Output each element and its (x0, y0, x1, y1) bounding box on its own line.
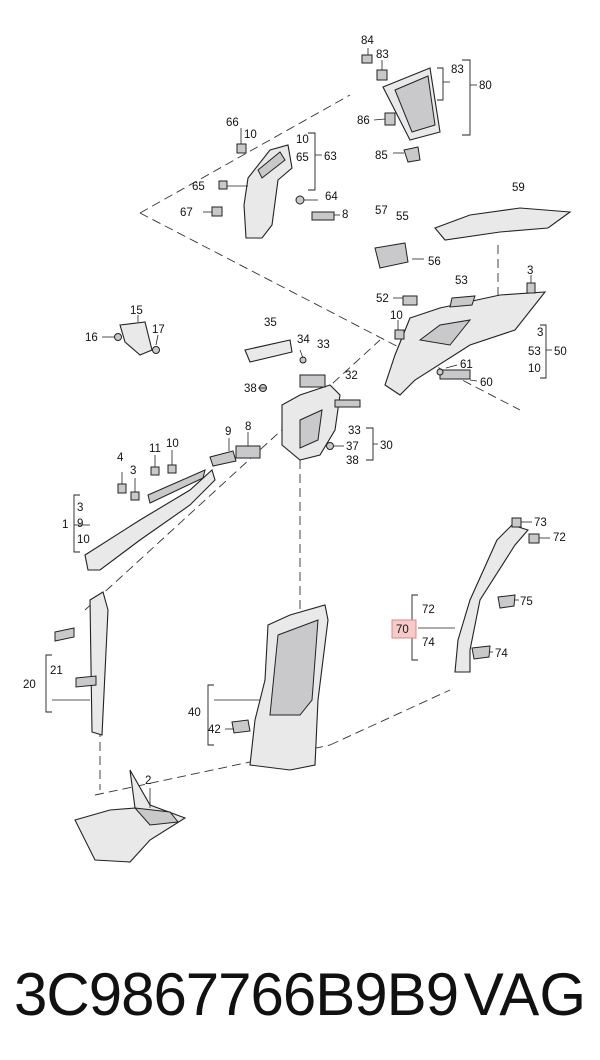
callout-label: 65 (296, 152, 309, 164)
callout-labels: 84 83 83 80 86 85 63 66 10 10 65 65 64 8… (23, 35, 567, 787)
callout-label: 10 (244, 129, 257, 141)
part-40-pillar (207, 604, 329, 771)
callout-label: 50 (554, 346, 567, 358)
callout-label: 35 (264, 317, 277, 329)
callout-label: 10 (528, 363, 541, 375)
callout-label: 9 (225, 426, 231, 438)
part-2-sill (74, 769, 187, 863)
part-70-pillar (391, 517, 550, 673)
callout-label: 59 (512, 182, 525, 194)
callout-label: 33 (317, 339, 330, 351)
callout-label: 34 (297, 334, 310, 346)
part-50-trim (374, 207, 572, 396)
callout-label: 10 (77, 534, 90, 546)
callout-label: 37 (346, 441, 359, 453)
part-63-trim (203, 128, 340, 239)
callout-label: 83 (376, 49, 389, 61)
highlighted-callout-box (391, 619, 417, 639)
callout-label: 33 (348, 425, 361, 437)
callout-label: 52 (376, 293, 389, 305)
callout-label: 38 (346, 455, 359, 467)
callout-label: 8 (245, 421, 251, 433)
callout-label: 9 (77, 518, 83, 530)
part-30-trim (244, 339, 378, 461)
callout-label: 21 (50, 665, 63, 677)
callout-label: 30 (380, 440, 393, 452)
callout-label: 80 (479, 80, 492, 92)
part-20-trim (45, 591, 109, 736)
callout-label: 40 (188, 707, 201, 719)
callout-label: 75 (520, 596, 533, 608)
callout-label: 20 (23, 679, 36, 691)
callout-label: 53 (528, 346, 541, 358)
callout-label: 67 (180, 207, 193, 219)
callout-label: 8 (342, 209, 348, 221)
callout-label: 3 (77, 502, 83, 514)
callout-label: 2 (145, 775, 151, 787)
part-80-trim (361, 48, 477, 163)
callout-label: 10 (166, 438, 179, 450)
callout-label: 55 (396, 211, 409, 223)
callout-label: 61 (460, 359, 473, 371)
callout-label: 3 (130, 465, 136, 477)
callout-label: 17 (152, 324, 165, 336)
brand-label: VAG (463, 961, 586, 1028)
callout-label: 84 (361, 35, 374, 47)
part-15-bracket (102, 315, 160, 356)
callout-label: 57 (375, 205, 388, 217)
callout-label: 72 (553, 532, 566, 544)
callout-label: 11 (149, 443, 161, 455)
callout-label: 63 (324, 151, 337, 163)
callout-label: 83 (451, 64, 464, 76)
assembly-guide-lines (84, 94, 521, 796)
callout-label: 10 (296, 134, 309, 146)
callout-label: 64 (325, 191, 338, 203)
callout-label: 74 (495, 648, 508, 660)
callout-label: 56 (428, 256, 441, 268)
callout-label: 3 (537, 327, 543, 339)
callout-label: 42 (208, 724, 221, 736)
callout-label: 86 (357, 115, 370, 127)
callout-label: 38 (244, 383, 257, 395)
callout-label: 74 (422, 637, 435, 649)
callout-label: 1 (62, 519, 68, 531)
callout-label: 32 (345, 370, 358, 382)
callout-label: 70 (396, 624, 409, 636)
callout-label: 85 (375, 150, 388, 162)
callout-label: 72 (422, 604, 435, 616)
parts-exploded-diagram: 84 83 83 80 86 85 63 66 10 10 65 65 64 8… (23, 35, 572, 863)
callout-label: 66 (226, 117, 239, 129)
part-1-pillar (73, 432, 261, 571)
callout-label: 10 (390, 310, 403, 322)
callout-label: 65 (192, 181, 205, 193)
callout-label: 73 (534, 517, 547, 529)
callout-label: 53 (455, 275, 468, 287)
part-number: 3C9867766B9B9 (14, 961, 459, 1028)
callout-label: 4 (117, 452, 124, 464)
callout-label: 60 (480, 377, 493, 389)
callout-label: 16 (85, 332, 98, 344)
callout-label: 3 (527, 265, 533, 277)
callout-label: 15 (130, 305, 143, 317)
footer: 3C9867766B9B9 VAG (0, 935, 600, 1045)
